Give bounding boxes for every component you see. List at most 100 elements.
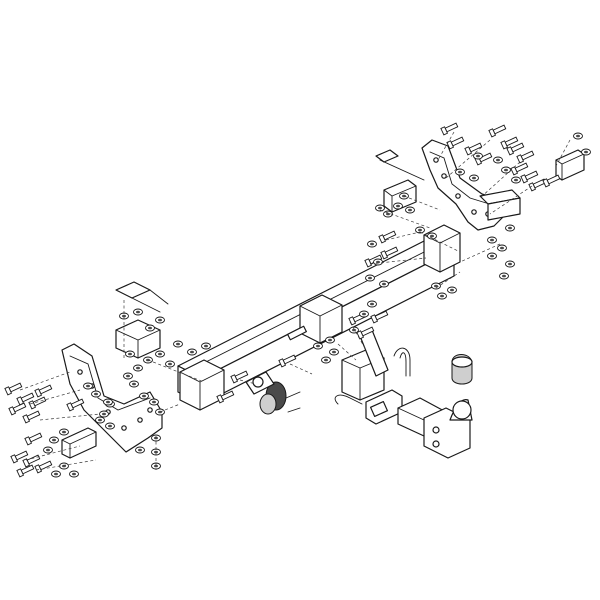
- guide-line: [435, 271, 461, 289]
- nut-icon: [505, 260, 515, 268]
- nut-icon: [405, 206, 415, 214]
- guide-line: [35, 459, 97, 471]
- nut-icon: [187, 348, 197, 356]
- bolt-icon: [66, 398, 85, 412]
- nut-icon: [469, 174, 479, 182]
- guide-line: [555, 139, 571, 167]
- bolt-icon: [510, 162, 529, 176]
- guide-line: [39, 413, 101, 421]
- bolt-icon: [22, 410, 41, 424]
- nut-icon: [383, 210, 393, 218]
- nut-icon: [95, 416, 105, 424]
- nut-icon: [359, 310, 369, 318]
- bolt-icon: [24, 432, 43, 446]
- nut-icon: [487, 252, 497, 260]
- nut-icon: [313, 342, 323, 350]
- beam-end-right: [423, 224, 461, 273]
- left-top-plate: [115, 281, 151, 299]
- bolt-icon: [16, 392, 35, 406]
- bolts: [4, 122, 561, 478]
- guide-line: [159, 403, 181, 413]
- nut-icon: [69, 470, 79, 478]
- bolt-icon: [542, 174, 561, 188]
- right-bracket-plate: [421, 139, 507, 231]
- tow-ball: [452, 400, 472, 420]
- nut-icon: [367, 240, 377, 248]
- guide-line: [369, 257, 427, 265]
- nut-icon: [49, 436, 59, 444]
- nut-icon: [325, 336, 335, 344]
- dashed-guides: [19, 131, 571, 471]
- guide-line: [19, 371, 71, 391]
- beam-collar: [299, 294, 343, 344]
- nut-icon: [437, 292, 447, 300]
- nut-icon: [505, 224, 515, 232]
- nut-icon: [133, 364, 143, 372]
- bolt-icon: [520, 170, 539, 184]
- lock-handle: [393, 347, 411, 377]
- guide-line: [337, 343, 357, 361]
- left-bracket: [61, 281, 169, 459]
- nut-icon: [125, 350, 135, 358]
- nut-icon: [497, 244, 507, 252]
- bolt-icon: [440, 122, 459, 136]
- nut-icon: [487, 236, 497, 244]
- bolt-icon: [28, 396, 47, 410]
- bolt-icon: [10, 450, 29, 464]
- bolt-icon: [380, 246, 399, 260]
- guide-line: [147, 359, 205, 383]
- guide-line: [419, 231, 461, 253]
- bolt-icon: [370, 310, 389, 324]
- beam-slot: [287, 325, 307, 341]
- guide-line: [239, 379, 257, 385]
- nut-icon: [139, 392, 149, 400]
- nut-icon: [511, 176, 521, 184]
- nut-icon: [415, 226, 425, 234]
- nut-icon: [51, 470, 61, 478]
- guide-line: [25, 445, 81, 461]
- guide-line: [445, 139, 491, 179]
- nut-icon: [149, 398, 159, 406]
- nut-icon: [493, 156, 503, 164]
- guide-line: [479, 161, 521, 199]
- nut-icon: [103, 398, 113, 406]
- nuts: [43, 132, 591, 478]
- nut-icon: [321, 356, 331, 364]
- nut-icon: [427, 232, 437, 240]
- nut-icon: [59, 428, 69, 436]
- bolt-icon: [230, 370, 249, 384]
- guide-line: [403, 195, 441, 211]
- bolt-icon: [446, 136, 465, 150]
- guide-line: [459, 243, 501, 263]
- nut-icon: [145, 324, 155, 332]
- nut-icon: [129, 380, 139, 388]
- guide-line: [379, 209, 431, 229]
- nut-icon: [473, 152, 483, 160]
- nut-icon: [365, 274, 375, 282]
- guide-line: [289, 363, 313, 375]
- bolt-icon: [34, 384, 53, 398]
- guide-line: [489, 185, 533, 215]
- nut-icon: [329, 348, 339, 356]
- nut-icon: [133, 308, 143, 316]
- bolt-icon: [4, 382, 23, 396]
- bolt-icon: [216, 390, 235, 404]
- nut-icon: [91, 390, 101, 398]
- nut-icon: [455, 168, 465, 176]
- electrical-socket: [245, 371, 301, 415]
- nut-icon: [499, 272, 509, 280]
- nut-icon: [123, 372, 133, 380]
- nut-icon: [379, 280, 389, 288]
- bolt-icon: [356, 326, 375, 340]
- retaining-clip: [334, 394, 363, 405]
- mid-top-plate: [375, 149, 399, 163]
- nut-icon: [373, 258, 383, 266]
- nut-icon: [135, 446, 145, 454]
- bolt-icon: [506, 142, 525, 156]
- nut-icon: [43, 446, 53, 454]
- nut-icon: [573, 132, 583, 140]
- main-cross-beam: [177, 224, 461, 411]
- nut-icon: [155, 316, 165, 324]
- nut-icon: [375, 204, 385, 212]
